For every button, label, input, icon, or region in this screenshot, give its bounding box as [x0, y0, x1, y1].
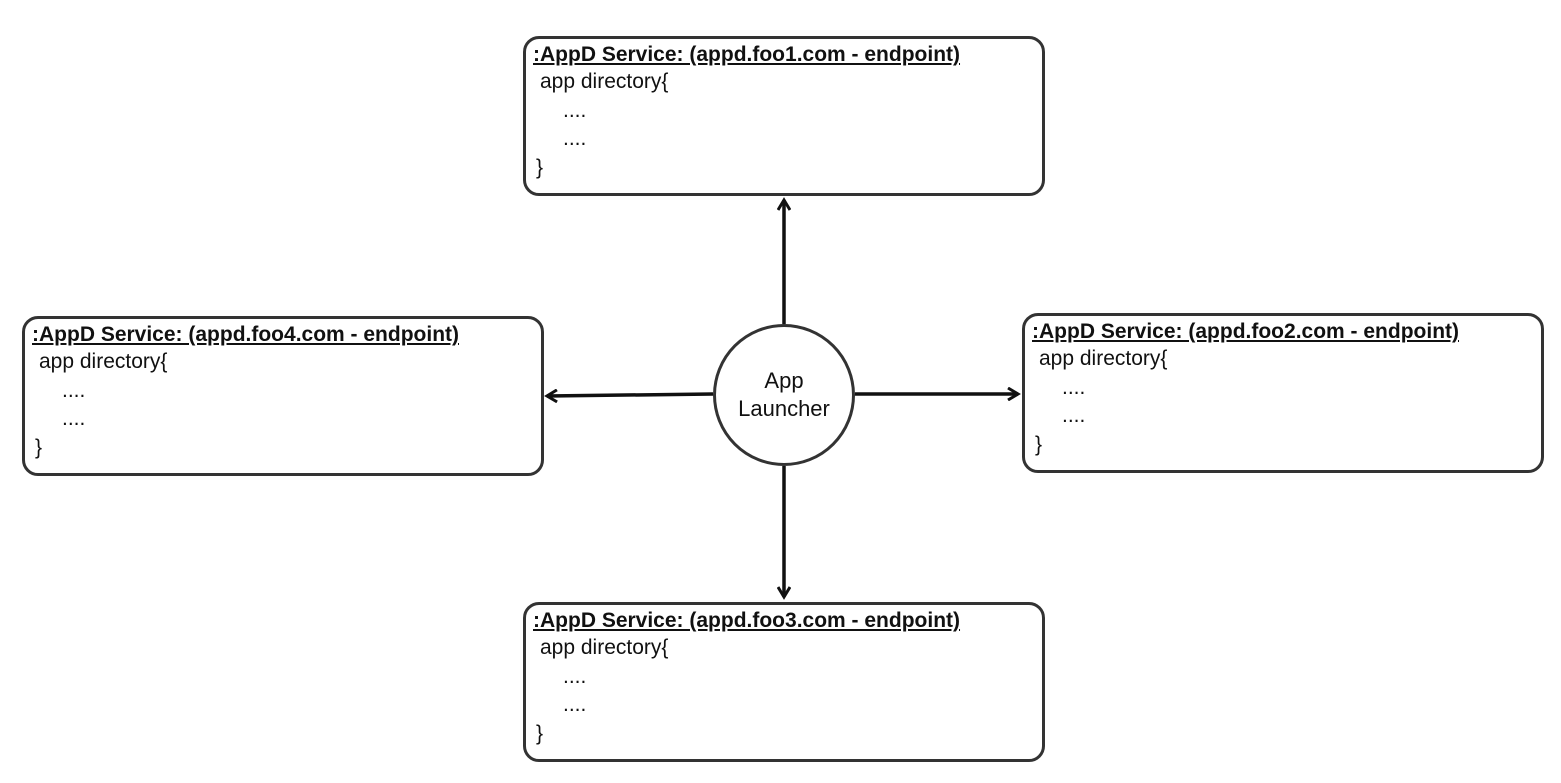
service-body-close: } — [536, 155, 544, 179]
service-body-item: .... — [62, 378, 86, 402]
service-title: :AppD Service: (appd.foo4.com - endpoint… — [32, 323, 460, 346]
service-body-open: app directory{ — [540, 636, 669, 659]
service-title: :AppD Service: (appd.foo3.com - endpoint… — [533, 609, 961, 632]
service-body-item: .... — [1062, 375, 1086, 399]
service-body-open: app directory{ — [540, 70, 669, 93]
service-body-close: } — [536, 721, 544, 745]
service-body-item: .... — [563, 664, 587, 688]
service-body-item: .... — [62, 407, 86, 430]
appd-service-right: :AppD Service: (appd.foo2.com - endpoint… — [1022, 313, 1544, 473]
service-body-item: .... — [563, 693, 587, 716]
app-launcher-label: App Launcher — [738, 368, 830, 421]
service-body-item: .... — [1062, 404, 1086, 427]
arrow-to-left-service — [547, 394, 714, 396]
service-body-close: } — [1035, 432, 1043, 456]
appd-service-top: :AppD Service: (appd.foo1.com - endpoint… — [523, 36, 1045, 196]
appd-service-left: :AppD Service: (appd.foo4.com - endpoint… — [22, 316, 544, 476]
app-launcher-node: App Launcher — [713, 324, 855, 466]
service-body-item: .... — [563, 127, 587, 150]
service-title: :AppD Service: (appd.foo1.com - endpoint… — [533, 43, 961, 66]
service-body-open: app directory{ — [39, 350, 168, 373]
service-title: :AppD Service: (appd.foo2.com - endpoint… — [1032, 320, 1460, 343]
service-body-open: app directory{ — [1039, 347, 1168, 370]
service-body-close: } — [35, 435, 43, 459]
appd-service-bottom: :AppD Service: (appd.foo3.com - endpoint… — [523, 602, 1045, 762]
service-body-item: .... — [563, 98, 587, 122]
